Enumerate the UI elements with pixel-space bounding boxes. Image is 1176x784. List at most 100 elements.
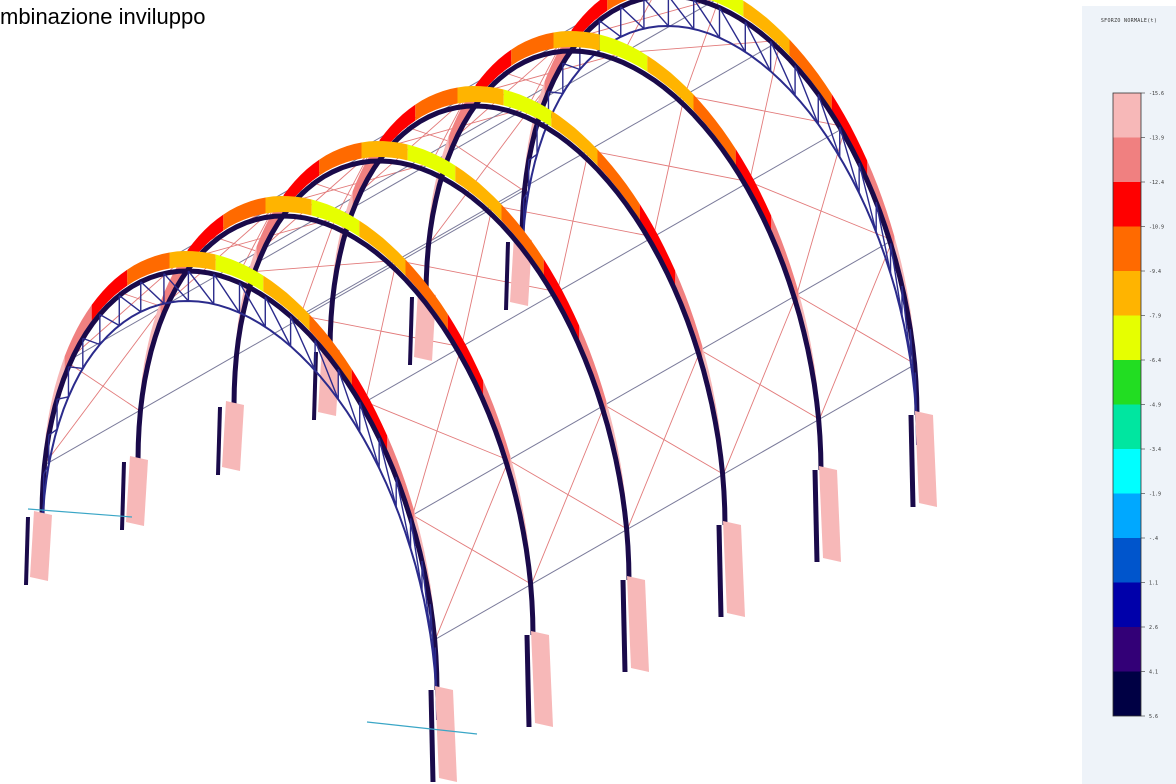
chord-segment xyxy=(415,87,458,121)
legend-title: SFORZO NORMALE(t) xyxy=(1100,18,1158,24)
web-member xyxy=(409,518,423,592)
right-column-chord xyxy=(524,634,532,728)
left-column xyxy=(126,456,148,526)
chord-segment xyxy=(265,196,312,216)
legend-swatch xyxy=(1113,271,1141,316)
secondary-chord xyxy=(521,24,918,446)
web-member xyxy=(238,282,266,328)
web-member xyxy=(528,153,538,161)
web-member xyxy=(213,273,241,314)
chord-segment xyxy=(223,197,266,231)
right-column xyxy=(627,576,649,672)
chord-segment xyxy=(501,204,544,275)
legend-tick-label: -4.9 xyxy=(1149,403,1161,409)
purlin xyxy=(450,86,547,143)
legend-tick-label: -15.6 xyxy=(1149,91,1164,97)
chord-segment xyxy=(407,144,456,182)
web-member xyxy=(562,62,581,71)
purlin xyxy=(354,141,451,198)
right-column xyxy=(723,521,745,617)
legend-swatch xyxy=(1113,182,1141,227)
legend-tick-label: -7.9 xyxy=(1149,314,1161,320)
web-member xyxy=(163,273,189,302)
right-column-chord xyxy=(716,524,724,618)
left-column-chord xyxy=(504,241,510,311)
arch-frame xyxy=(24,251,457,783)
chord-segment xyxy=(693,94,736,165)
purlin xyxy=(365,346,462,403)
inner-chord xyxy=(135,213,536,636)
web-member xyxy=(817,94,841,158)
right-column-chord xyxy=(812,469,820,563)
web-member xyxy=(858,163,877,233)
purlin xyxy=(588,94,685,151)
arch-frame xyxy=(120,196,553,728)
left-column-chord xyxy=(24,516,30,586)
base-tie xyxy=(27,508,133,518)
purlin xyxy=(684,39,781,96)
web-member xyxy=(620,6,645,30)
inner-chord xyxy=(423,48,824,471)
chord-segment xyxy=(405,259,448,330)
chord-segment xyxy=(361,141,408,161)
purlin xyxy=(723,418,820,475)
legend-tick-label: -3.4 xyxy=(1149,447,1161,453)
purlin xyxy=(557,236,654,293)
purlin xyxy=(435,583,532,640)
purlin xyxy=(235,300,332,357)
lattice-web xyxy=(41,270,438,721)
legend-tick-label: -13.9 xyxy=(1149,136,1164,142)
secondary-chord xyxy=(41,299,438,721)
arch-frame xyxy=(504,0,937,508)
combination-title: mbinazione inviluppo xyxy=(0,4,206,29)
web-member xyxy=(378,438,397,508)
web-member xyxy=(56,396,69,400)
purlin xyxy=(508,404,605,461)
chord-segment xyxy=(457,86,504,106)
chord-segment xyxy=(511,32,554,66)
purlin xyxy=(653,181,750,238)
legend-swatch xyxy=(1113,538,1141,583)
chord-segment xyxy=(455,165,502,221)
purlin xyxy=(749,126,846,183)
web-member xyxy=(839,126,860,194)
web-member xyxy=(264,296,292,347)
cross-brace xyxy=(623,0,652,53)
legend-tick-label: -6.4 xyxy=(1149,358,1161,364)
web-member xyxy=(794,65,819,125)
web-member xyxy=(598,19,622,38)
color-legend-panel: SFORZO NORMALE(t) -15.6 -13.9 -12.4 -10.9 -9… xyxy=(1082,6,1176,784)
purlin xyxy=(331,245,428,302)
chord-segment xyxy=(789,39,832,110)
chord-segment xyxy=(169,251,216,271)
purlin xyxy=(819,363,916,420)
right-column xyxy=(531,631,553,727)
legend-tick-label: -.4 xyxy=(1149,536,1158,542)
legend-swatch xyxy=(1113,627,1141,672)
legend-tick-label: -12.4 xyxy=(1149,180,1164,186)
chord-segment xyxy=(319,142,362,176)
purlin xyxy=(796,239,893,296)
purlin xyxy=(627,473,724,530)
chord-segment xyxy=(647,55,694,111)
legend-tick-label: -9.4 xyxy=(1149,269,1161,275)
legend-swatch xyxy=(1113,315,1141,360)
chord-segment xyxy=(599,34,648,72)
legend-swatch xyxy=(1113,671,1141,716)
legend-tick-label: 1.1 xyxy=(1149,581,1158,587)
inner-chord xyxy=(327,103,728,526)
chord-segment xyxy=(607,0,628,11)
web-member xyxy=(187,270,215,305)
web-member xyxy=(82,337,101,346)
cross-brace xyxy=(556,150,589,292)
web-member xyxy=(68,366,83,370)
web-member xyxy=(644,0,669,27)
chord-segment xyxy=(91,269,128,321)
purlin xyxy=(492,149,589,206)
purlin xyxy=(531,528,628,585)
legend-swatch xyxy=(1113,493,1141,538)
cross-brace xyxy=(748,40,781,182)
web-member xyxy=(337,369,361,433)
purlin xyxy=(258,196,355,253)
legend-tick-label: -10.9 xyxy=(1149,225,1164,231)
